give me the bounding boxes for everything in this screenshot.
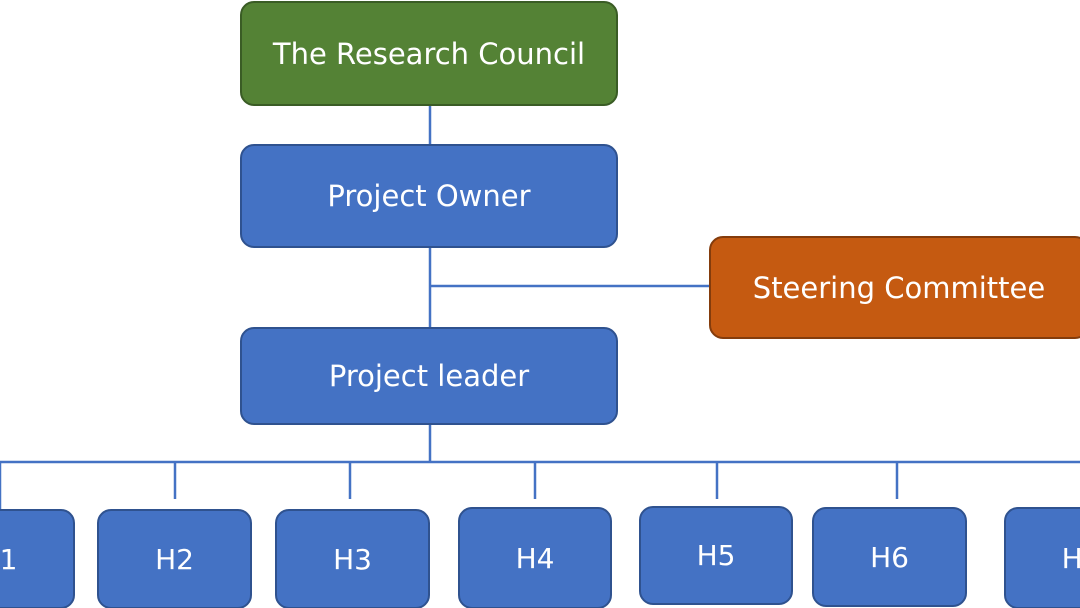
h2-box: H2 bbox=[97, 509, 252, 608]
h3-box: H3 bbox=[275, 509, 430, 608]
h7-box: H7 bbox=[1004, 507, 1080, 608]
project-owner-box: Project Owner bbox=[240, 144, 618, 248]
h4-label: H4 bbox=[515, 541, 555, 575]
project-leader-label: Project leader bbox=[328, 359, 530, 393]
steering-committee-label: Steering Committee bbox=[752, 270, 1046, 305]
h6-box: H6 bbox=[812, 507, 967, 607]
project-owner-label: Project Owner bbox=[327, 179, 531, 213]
h1-label: H1 bbox=[0, 542, 18, 576]
h1-box: H1 bbox=[0, 509, 75, 608]
research-council-label: The Research Council bbox=[272, 36, 586, 71]
h2-label: H2 bbox=[155, 542, 194, 576]
h7-label: H7 bbox=[1061, 541, 1080, 575]
h3-label: H3 bbox=[333, 542, 372, 576]
h5-box: H5 bbox=[639, 506, 793, 605]
research-council-box: The Research Council bbox=[240, 1, 618, 106]
h6-label: H6 bbox=[870, 540, 909, 574]
steering-committee-box: Steering Committee bbox=[709, 236, 1080, 339]
project-leader-box: Project leader bbox=[240, 327, 618, 425]
h4-box: H4 bbox=[458, 507, 612, 608]
h5-label: H5 bbox=[696, 539, 736, 572]
